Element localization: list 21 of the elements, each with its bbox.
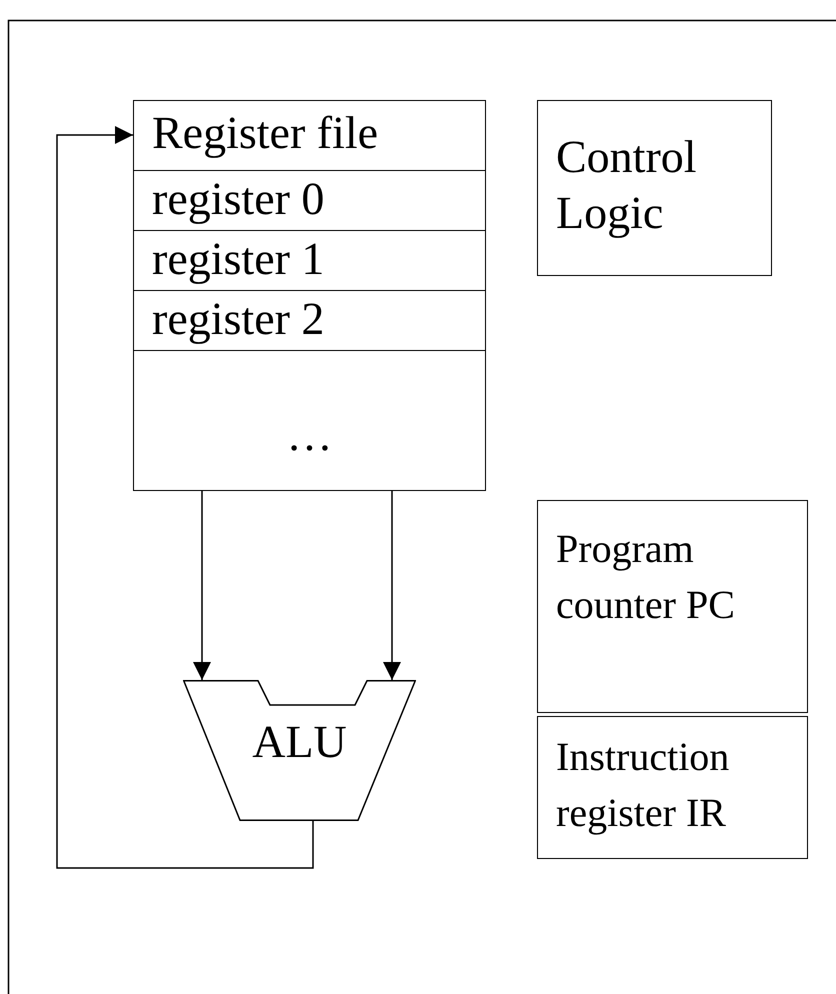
- alu-trapezoid: [183, 680, 416, 821]
- register-row: [133, 350, 486, 491]
- box-label: register 2: [152, 292, 324, 346]
- process-box: [537, 500, 808, 713]
- box-label: Register file: [152, 106, 378, 160]
- arrow: [56, 126, 314, 869]
- register-row: [133, 170, 486, 232]
- process-box: [537, 100, 772, 276]
- register-row: [133, 230, 486, 292]
- register-row: [133, 290, 486, 352]
- arrow: [383, 491, 401, 680]
- box-label: …: [286, 408, 332, 462]
- process-box: [537, 716, 808, 859]
- box-label: Control Logic: [556, 130, 698, 240]
- register-row: [133, 100, 486, 172]
- box-label: register 1: [152, 232, 324, 286]
- box-label: register 0: [152, 172, 324, 226]
- box-label: Program counter PC: [556, 525, 736, 629]
- box-label: Instruction register IR: [556, 733, 730, 837]
- unit-label: ALU: [252, 715, 347, 769]
- arrow: [193, 491, 211, 680]
